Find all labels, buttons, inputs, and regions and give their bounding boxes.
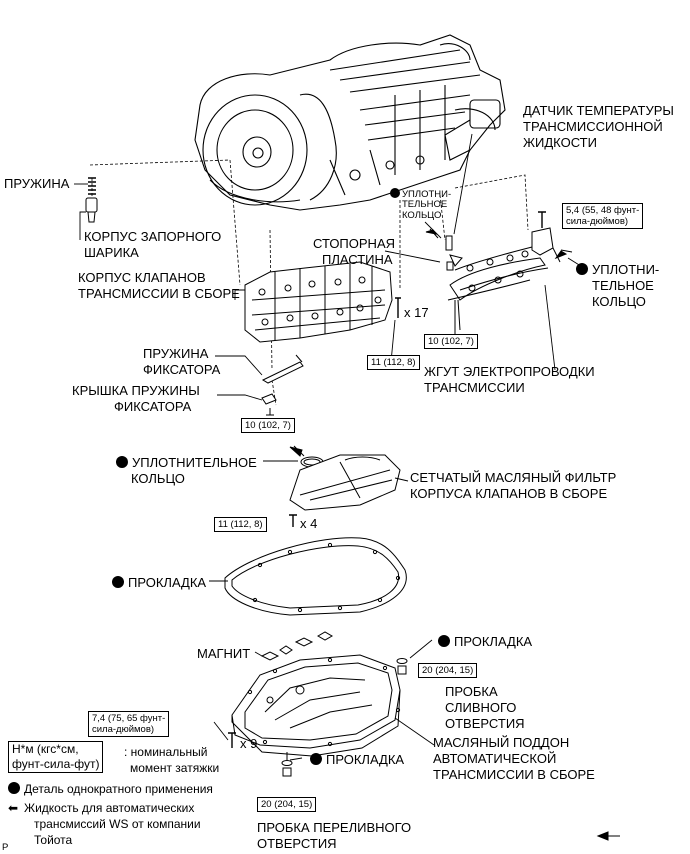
spring-and-check-ball — [85, 177, 98, 223]
label-oring-filter-2: КОЛЬЦО — [131, 471, 185, 486]
legend-unit-desc-2: момент затяжки — [130, 761, 220, 775]
figure-code: P — [2, 842, 9, 853]
non-reusable-icon — [438, 635, 450, 647]
qty-strainer-bolts: x 4 — [300, 516, 318, 531]
non-reusable-icon — [576, 263, 588, 275]
oil-pan — [228, 654, 401, 757]
label-oring-right-2: ТЕЛЬНОЕ — [592, 278, 654, 293]
label-oring-small-3: КОЛЬЦО — [402, 210, 442, 221]
label-detent-spring-1: ПРУЖИНА — [143, 346, 209, 361]
torque-strainer-bolts: 11 (112, 8) — [214, 517, 267, 532]
label-valve-body-2: ТРАНСМИССИИ В СБОРЕ — [78, 286, 240, 301]
label-oring-right-1: УПЛОТНИ- — [576, 262, 659, 277]
label-strainer-2: КОРПУСА КЛАПАНОВ В СБОРЕ — [410, 486, 608, 501]
torque-detent-bolt: 10 (102, 7) — [241, 418, 295, 433]
label-strainer-1: СЕТЧАТЫЙ МАСЛЯНЫЙ ФИЛЬТР — [410, 470, 617, 485]
legend-fluid-1: ⬅Жидкость для автоматических — [8, 801, 195, 815]
label-oil-pan-1: МАСЛЯНЫЙ ПОДДОН — [433, 735, 570, 750]
strainer — [289, 454, 401, 527]
label-temp-sensor-2: ТРАНСМИССИОННОЙ — [523, 119, 663, 134]
label-gasket-drain: ПРОКЛАДКА — [438, 634, 532, 649]
label-lock-plate-2: ПЛАСТИНА — [322, 252, 393, 267]
label-check-ball-body-1: КОРПУС ЗАПОРНОГО — [84, 229, 222, 244]
torque-pan-bolts: 7,4 (75, 65 фунт-сила-дюймов) — [88, 711, 170, 737]
label-drain-plug-1: ПРОБКА — [445, 684, 498, 699]
fluid-arrow — [289, 445, 305, 457]
transmission-case — [194, 34, 506, 211]
label-wire-harness-2: ТРАНСМИССИИ — [424, 380, 525, 395]
label-overflow-plug-1: ПРОБКА ПЕРЕЛИВНОГО — [257, 820, 412, 835]
label-overflow-plug-2: ОТВЕРСТИЯ — [257, 836, 337, 851]
label-oil-pan-2: АВТОМАТИЧЕСКОЙ — [433, 751, 557, 766]
valve-body — [244, 261, 401, 343]
label-oring-small-1: УПЛОТНИ- — [390, 188, 451, 200]
label-detent-cover-1: КРЫШКА ПРУЖИНЫ — [72, 383, 200, 398]
pan-gasket — [224, 537, 407, 616]
legend-unit-box-frame: Н*м (кгс*см,фунт-сила-фут) — [8, 741, 104, 773]
fluid-arrow — [554, 249, 573, 260]
torque-bracket-bolt: 5,4 (55, 48 фунт-сила-дюймов) — [562, 203, 644, 229]
label-drain-plug-2: СЛИВНОГО — [445, 700, 517, 715]
label-spring: ПРУЖИНА — [4, 176, 70, 191]
arrow-left-icon: ⬅ — [8, 801, 19, 815]
non-reusable-icon — [112, 576, 124, 588]
wire-harness — [445, 211, 561, 335]
label-wire-harness-1: ЖГУТ ЭЛЕКТРОПРОВОДКИ — [424, 364, 595, 379]
torque-harness-bolt: 10 (102, 7) — [424, 334, 478, 349]
label-check-ball-body-2: ШАРИКА — [84, 245, 139, 260]
label-detent-cover-2: ФИКСАТОРА — [114, 399, 192, 414]
label-oring-small-2: ТЕЛЬНОЕ — [402, 199, 448, 210]
legend-fluid-2: трансмиссий WS от компании — [34, 817, 201, 831]
detent-spring — [261, 354, 304, 416]
overflow-plug — [281, 752, 293, 777]
label-valve-body-1: КОРПУС КЛАПАНОВ — [78, 270, 206, 285]
legend-fluid-3: Тойота — [34, 833, 73, 847]
label-oring-filter-1: УПЛОТНИТЕЛЬНОЕ — [116, 455, 257, 470]
non-reusable-icon — [116, 456, 128, 468]
torque-overflow-plug: 20 (204, 15) — [257, 797, 317, 812]
label-drain-plug-3: ОТВЕРСТИЯ — [445, 716, 525, 731]
non-reusable-icon — [390, 188, 400, 198]
drain-plug — [396, 658, 408, 675]
legend-non-reusable: Деталь однократного применения — [8, 782, 213, 796]
label-gasket-overflow: ПРОКЛАДКА — [310, 752, 404, 767]
label-gasket: ПРОКЛАДКА — [112, 575, 206, 590]
filled-circle-icon — [8, 782, 20, 794]
qty-valve-body-bolts: x 17 — [404, 305, 429, 320]
label-temp-sensor-1: ДАТЧИК ТЕМПЕРАТУРЫ — [523, 103, 674, 118]
non-reusable-icon — [310, 753, 322, 765]
magnets — [260, 631, 334, 661]
torque-drain-plug: 20 (204, 15) — [418, 663, 478, 678]
label-detent-spring-2: ФИКСАТОРА — [143, 362, 221, 377]
label-lock-plate-1: СТОПОРНАЯ — [313, 236, 395, 251]
label-oil-pan-3: ТРАНСМИССИИ В СБОРЕ — [433, 767, 595, 782]
label-magnet: МАГНИТ — [197, 646, 251, 661]
label-temp-sensor-3: ЖИДКОСТИ — [523, 135, 597, 150]
legend-unit-box: Н*м (кгс*см,фунт-сила-фут) — [8, 741, 104, 773]
torque-valve-body-bolts: 11 (112, 8) — [367, 355, 420, 370]
label-oring-right-3: КОЛЬЦО — [592, 294, 646, 309]
qty-pan-bolts: x 9 — [240, 736, 258, 751]
legend-unit-desc-1: : номинальный — [124, 745, 208, 759]
fluid-arrow — [596, 831, 620, 841]
leader-lines — [74, 133, 585, 761]
